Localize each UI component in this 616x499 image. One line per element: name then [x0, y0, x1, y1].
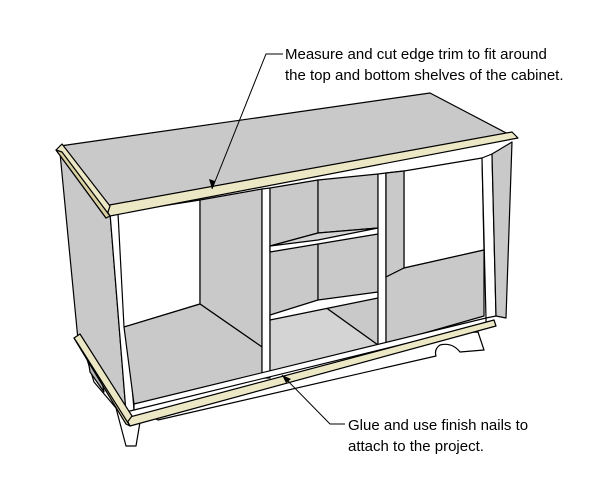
callout-bottom-line-2: attach to the project. — [348, 438, 484, 455]
divider-right — [377, 172, 387, 348]
callout-bottom-line-1: Glue and use finish nails to — [348, 417, 529, 434]
right-compartment-opening — [403, 157, 485, 269]
bottom-edge-trim-face — [73, 337, 131, 427]
leader-arrow-bottom — [282, 375, 291, 383]
leader-arrow-top — [209, 179, 215, 189]
callout-top-line-2: the top and bottom shelves of the cabine… — [285, 67, 564, 84]
callout-bottom: Glue and use finish nails to attach to t… — [348, 415, 528, 457]
top-edge-trim-face — [55, 149, 111, 219]
leader-line-bottom — [281, 374, 345, 425]
divider-left — [261, 187, 271, 379]
right-side-outer — [491, 141, 513, 319]
callout-top-line-1: Measure and cut edge trim to fit around — [285, 46, 547, 63]
leader-line-top — [211, 53, 283, 190]
right-compartment-floor — [385, 249, 485, 345]
right-compartment-back — [385, 170, 405, 278]
callout-top: Measure and cut edge trim to fit around … — [285, 44, 564, 86]
